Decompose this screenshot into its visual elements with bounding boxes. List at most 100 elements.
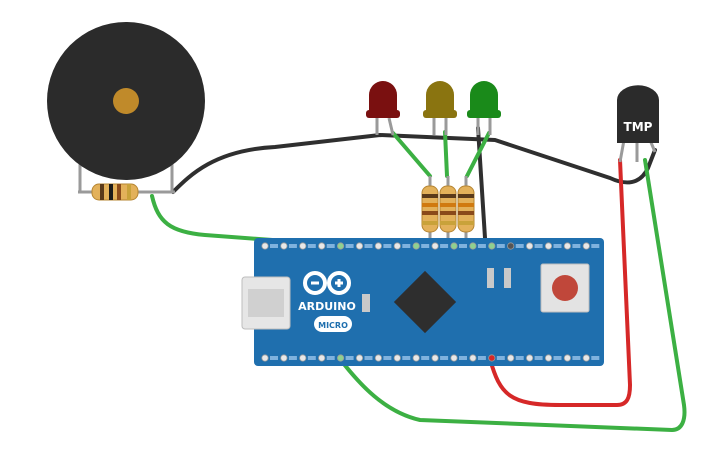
- pin-marking: [326, 356, 335, 360]
- pin-marking: [534, 356, 543, 360]
- header-pin[interactable]: [412, 242, 420, 250]
- red-led-wire[interactable]: [391, 131, 432, 178]
- buzzer-signal-wire[interactable]: [150, 194, 342, 247]
- yellow-led-wire[interactable]: [443, 130, 449, 178]
- pin-marking: [345, 356, 354, 360]
- header-pin[interactable]: [488, 354, 496, 362]
- sensor-signal-wire[interactable]: [338, 158, 687, 432]
- arduino-micro-board[interactable]: ARDUINO MICRO: [241, 238, 604, 366]
- header-pin[interactable]: [582, 354, 590, 362]
- board-model: MICRO: [318, 321, 348, 330]
- pin-marking: [477, 356, 486, 360]
- buzzer-center: [113, 88, 139, 114]
- power-wire[interactable]: [488, 158, 632, 407]
- pin-marking: [326, 244, 335, 248]
- pin-marking: [534, 244, 543, 248]
- pin-marking: [515, 356, 524, 360]
- pin-marking: [572, 244, 581, 248]
- header-pin[interactable]: [336, 354, 345, 362]
- header-pin[interactable]: [450, 242, 458, 250]
- pin-marking: [440, 244, 449, 248]
- pin-marking: [572, 356, 581, 360]
- board-capacitor: [362, 294, 370, 312]
- header-pin[interactable]: [261, 242, 269, 250]
- pin-marking: [553, 244, 562, 248]
- pin-marking: [591, 356, 600, 360]
- pin-marking: [383, 356, 392, 360]
- header-pin[interactable]: [544, 242, 553, 250]
- header-pins-top: [261, 242, 600, 250]
- ground-wire[interactable]: [171, 133, 657, 194]
- header-pin[interactable]: [431, 242, 439, 250]
- header-pin[interactable]: [393, 242, 401, 250]
- header-pins-bottom: [261, 354, 600, 362]
- led-resistor-1[interactable]: [421, 176, 439, 242]
- pin-marking: [288, 356, 297, 360]
- header-pin[interactable]: [525, 354, 534, 362]
- pin-marking: [440, 356, 449, 360]
- pin-marking: [496, 356, 505, 360]
- pin-marking: [402, 356, 411, 360]
- model-badge: [314, 316, 352, 332]
- header-pin[interactable]: [544, 354, 553, 362]
- pin-marking: [270, 356, 278, 360]
- pin-marking: [270, 244, 278, 248]
- pin-marking: [383, 244, 392, 248]
- pin-marking: [364, 356, 373, 360]
- led-green[interactable]: [467, 81, 501, 135]
- header-pin[interactable]: [507, 242, 515, 250]
- header-pin[interactable]: [336, 242, 345, 250]
- header-pin[interactable]: [299, 242, 307, 250]
- tmp-body: [617, 85, 659, 143]
- pin-marking: [459, 356, 467, 360]
- header-pin[interactable]: [507, 354, 515, 362]
- header-pin[interactable]: [450, 354, 458, 362]
- header-pin[interactable]: [525, 242, 534, 250]
- piezo-buzzer[interactable]: [47, 22, 205, 192]
- header-pin[interactable]: [355, 354, 364, 362]
- led-resistor-2[interactable]: [439, 176, 457, 242]
- led-yellow[interactable]: [423, 81, 457, 135]
- pin-marking: [307, 244, 316, 248]
- header-pin[interactable]: [318, 242, 326, 250]
- pin-marking: [477, 244, 486, 248]
- reset-button[interactable]: [540, 263, 590, 313]
- pin-marking: [421, 244, 430, 248]
- pin-marking: [345, 244, 354, 248]
- header-pin[interactable]: [355, 242, 364, 250]
- header-pin[interactable]: [469, 242, 477, 250]
- header-pin[interactable]: [280, 354, 288, 362]
- header-pin[interactable]: [488, 242, 496, 250]
- header-pin[interactable]: [563, 242, 572, 250]
- header-pin[interactable]: [582, 242, 590, 250]
- green-led-wire[interactable]: [465, 131, 491, 178]
- tmp-label: TMP: [624, 120, 653, 134]
- header-pin[interactable]: [318, 354, 326, 362]
- header-pin[interactable]: [374, 354, 382, 362]
- header-pin[interactable]: [299, 354, 307, 362]
- pin-marking: [591, 244, 600, 248]
- tmp-sensor[interactable]: TMP: [617, 85, 659, 163]
- header-pin[interactable]: [393, 354, 401, 362]
- pin-marking: [496, 244, 505, 248]
- buzzer-resistor[interactable]: [78, 183, 175, 201]
- led-resistor-3[interactable]: [457, 176, 475, 242]
- led-red[interactable]: [366, 81, 400, 136]
- pin-marking: [288, 244, 297, 248]
- header-pin[interactable]: [431, 354, 439, 362]
- header-pin[interactable]: [563, 354, 572, 362]
- header-pin[interactable]: [374, 242, 382, 250]
- board-ground-wire[interactable]: [476, 126, 487, 240]
- pin-marking: [402, 244, 411, 248]
- pin-marking: [364, 244, 373, 248]
- header-pin[interactable]: [412, 354, 420, 362]
- pin-marking: [307, 356, 316, 360]
- pin-marking: [553, 356, 562, 360]
- header-pin[interactable]: [280, 242, 288, 250]
- pin-marking: [515, 244, 524, 248]
- header-pin[interactable]: [469, 354, 477, 362]
- pin-marking: [459, 244, 467, 248]
- header-pin[interactable]: [261, 354, 269, 362]
- microcontroller-chip: [393, 270, 457, 334]
